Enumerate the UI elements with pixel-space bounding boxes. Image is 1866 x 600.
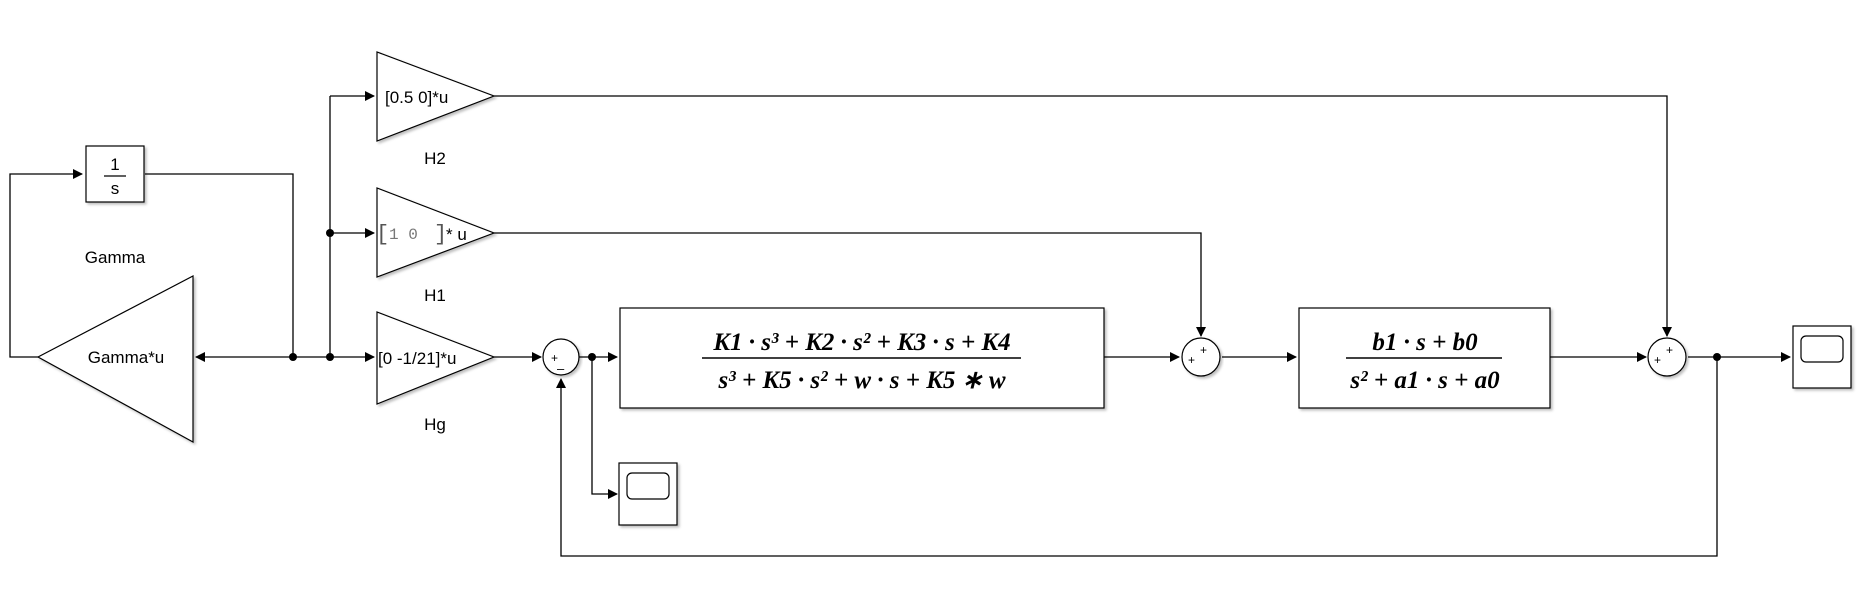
controller-transfer-function-block[interactable]: K1 · s³ + K2 · s² + K3 · s + K4 s³ + K5 … bbox=[619, 307, 1105, 409]
integrator-block[interactable]: 1 s bbox=[85, 145, 145, 203]
gamma-label: Gamma bbox=[85, 248, 146, 267]
h2-expression: [0.5 0]*u bbox=[385, 88, 448, 107]
h1-matrix-values: 1 0 bbox=[389, 226, 418, 244]
hg-expression: [0 -1/21]*u bbox=[378, 349, 456, 368]
integrator-numerator: 1 bbox=[110, 155, 119, 174]
h1-expression-suffix: * u bbox=[446, 225, 467, 244]
plant-transfer-function-block[interactable]: b1 · s + b0 s² + a1 · s + a0 bbox=[1298, 307, 1551, 409]
branch-point bbox=[326, 229, 334, 237]
sum-error-sign-top: + bbox=[551, 351, 558, 365]
sum-mid-sign-top: + bbox=[1200, 343, 1207, 357]
controller-numerator: K1 · s³ + K2 · s² + K3 · s + K4 bbox=[712, 329, 1010, 356]
wire-gamma-to-integrator[interactable] bbox=[9, 169, 83, 358]
sum-mid-sign-left: + bbox=[1188, 353, 1195, 367]
branch-points bbox=[289, 229, 1721, 361]
signal-lines bbox=[9, 91, 1791, 557]
sum-out-sign-left: + bbox=[1654, 353, 1661, 367]
hg-label: Hg bbox=[424, 415, 446, 434]
wire-h2-to-sum[interactable] bbox=[494, 95, 1672, 337]
wire-h1-to-sum[interactable] bbox=[494, 232, 1206, 337]
integrator-denominator: s bbox=[111, 179, 120, 198]
controller-denominator: s³ + K5 · s² + w · s + K5 ∗ w bbox=[717, 367, 1005, 394]
plant-denominator: s² + a1 · s + a0 bbox=[1349, 367, 1500, 394]
sum-out-block[interactable]: + + bbox=[1647, 337, 1687, 377]
h1-label: H1 bbox=[424, 286, 446, 305]
hg-gain-block[interactable]: [0 -1/21]*u bbox=[376, 311, 496, 405]
sum-mid-block[interactable]: + + bbox=[1181, 337, 1221, 377]
branch-point bbox=[1713, 353, 1721, 361]
plant-numerator: b1 · s + b0 bbox=[1372, 329, 1478, 356]
h1-gain-block[interactable]: [ 1 0 ] * u bbox=[376, 187, 496, 278]
h2-gain-block[interactable]: [0.5 0]*u bbox=[376, 51, 496, 142]
h2-label: H2 bbox=[424, 149, 446, 168]
branch-point bbox=[326, 353, 334, 361]
branch-point bbox=[588, 353, 596, 361]
sum-error-block[interactable]: + – bbox=[542, 338, 580, 376]
sum-out-sign-top: + bbox=[1666, 343, 1673, 357]
gamma-gain-block[interactable]: Gamma*u bbox=[36, 275, 194, 444]
h1-matrix-left: [ bbox=[376, 222, 389, 247]
gamma-expression: Gamma*u bbox=[88, 348, 165, 367]
branch-point bbox=[289, 353, 297, 361]
sum-error-sign-bottom: – bbox=[557, 361, 565, 376]
wire-error-to-scope[interactable] bbox=[591, 357, 618, 499]
wire-feedback[interactable] bbox=[556, 357, 1718, 557]
wire-integrator-out[interactable] bbox=[145, 173, 294, 357]
scope-icon[interactable] bbox=[618, 462, 678, 526]
h1-matrix-right: ] bbox=[434, 222, 447, 247]
scope-icon[interactable] bbox=[1792, 325, 1852, 389]
